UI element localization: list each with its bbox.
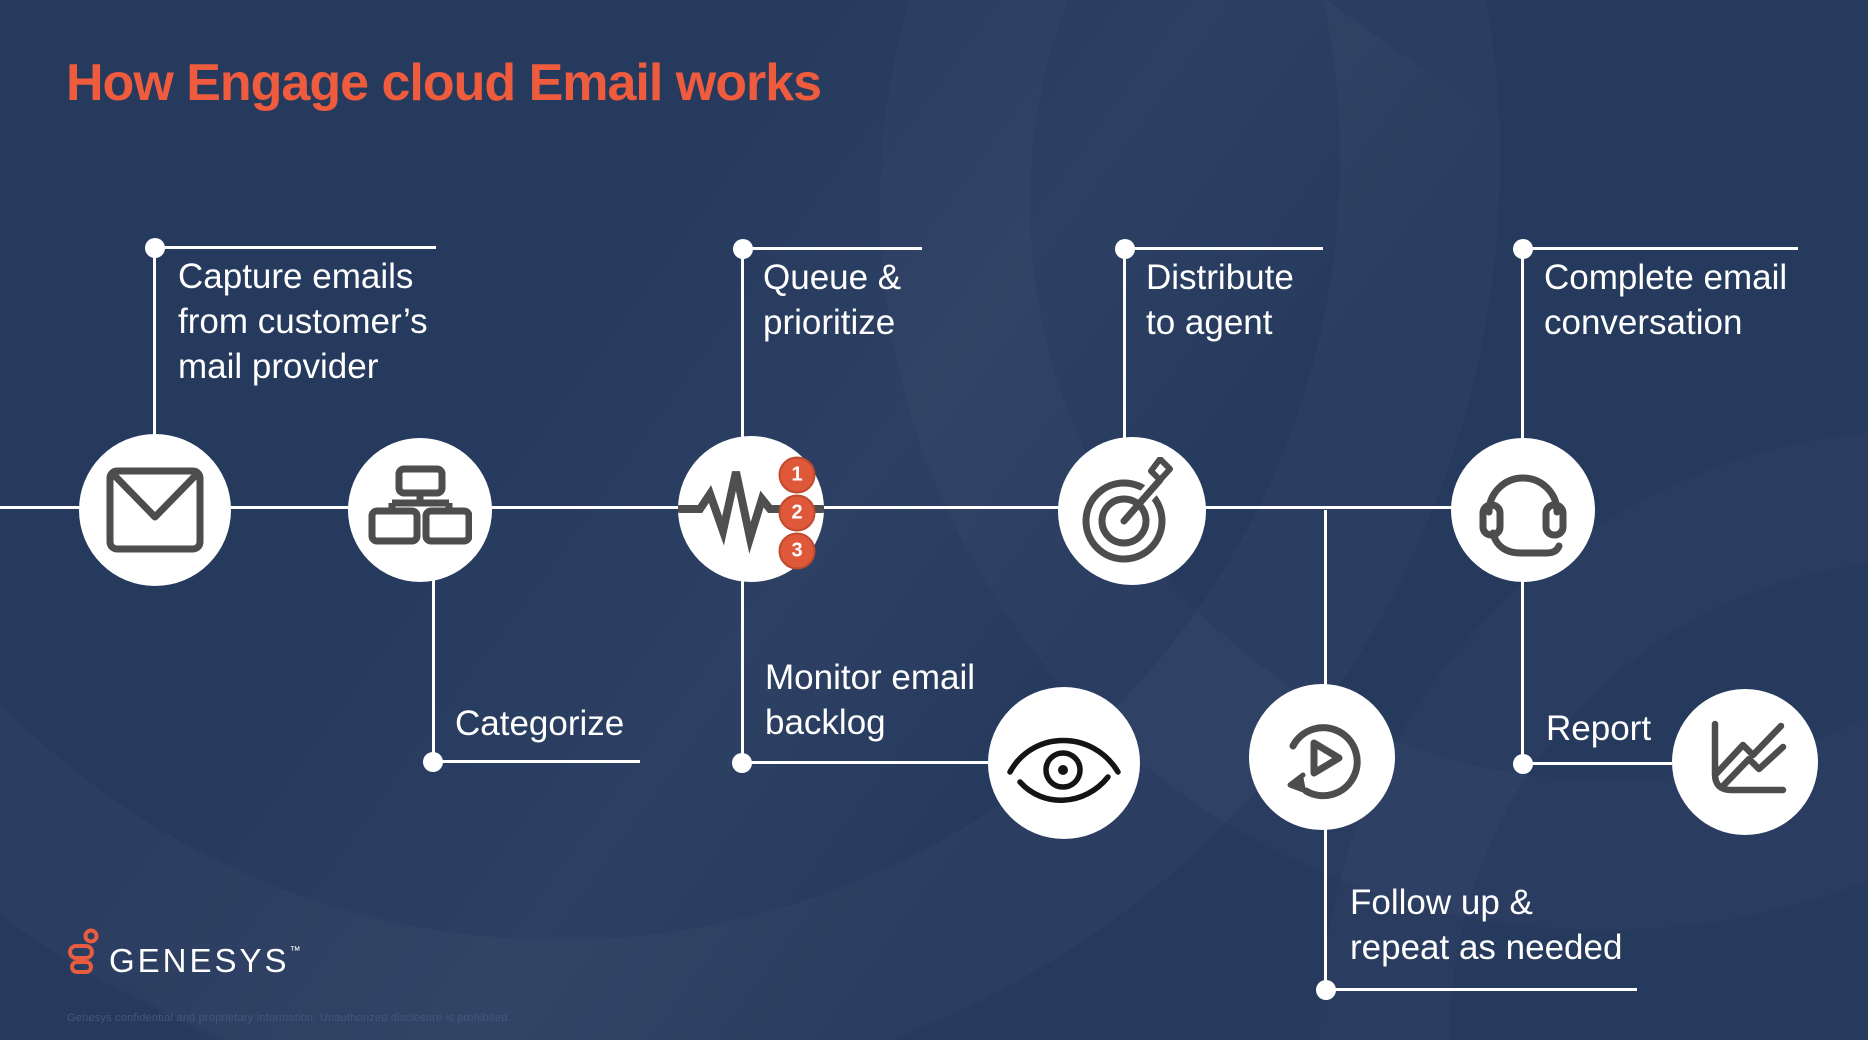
- queue-connector-dot: [733, 239, 753, 259]
- sitemap-icon: [368, 465, 472, 555]
- monitor-connector-dot: [732, 753, 752, 773]
- genesys-logo-text: GENESYS™: [109, 942, 301, 979]
- queue-connector-hline: [743, 247, 922, 250]
- distribute-connector-vline: [1123, 249, 1126, 510]
- monitor-label: Monitor email backlog: [765, 658, 976, 742]
- categorize-connector-dot: [423, 752, 443, 772]
- categorize-label: Categorize: [455, 704, 625, 743]
- priority-badge-2-label: 2: [791, 501, 803, 524]
- complete-label: Complete email conversation: [1544, 258, 1788, 342]
- monitor-connector-hline: [742, 761, 988, 764]
- queue-label: Queue & prioritize: [763, 258, 902, 342]
- report-node: [1672, 689, 1818, 835]
- monitor-node: [988, 687, 1140, 839]
- priority-badge-1: 1: [778, 456, 816, 494]
- distribute-label: Distribute to agent: [1146, 258, 1294, 342]
- followup-label: Follow up & repeat as needed: [1350, 883, 1623, 967]
- complete-connector-dot: [1513, 239, 1533, 259]
- followup-connector-dot: [1316, 980, 1336, 1000]
- complete-connector-hline: [1523, 247, 1798, 250]
- categorize-connector-hline: [433, 760, 640, 763]
- report-label: Report: [1546, 709, 1652, 748]
- priority-badge-2: 2: [778, 494, 816, 532]
- confidentiality-disclaimer: Genesys confidential and proprietary inf…: [67, 1012, 511, 1024]
- followup-connector-hline: [1326, 988, 1637, 991]
- page-title: How Engage cloud Email works: [66, 54, 822, 112]
- complete-node: [1451, 438, 1595, 582]
- report-connector-hline: [1523, 762, 1672, 765]
- categorize-connector-vline: [432, 510, 435, 762]
- envelope-icon: [105, 464, 205, 556]
- distribute-connector-dot: [1115, 239, 1135, 259]
- priority-badge-1-label: 1: [791, 463, 803, 486]
- priority-badge-3-label: 3: [791, 539, 803, 562]
- capture-connector-dot: [145, 238, 165, 258]
- trademark-symbol: ™: [289, 945, 301, 957]
- waveform-icon: [678, 454, 824, 564]
- capture-connector-vline: [153, 248, 156, 510]
- priority-badge-3: 3: [778, 532, 816, 570]
- categorize-node: [348, 438, 492, 582]
- headset-icon: [1473, 460, 1573, 560]
- capture-node: [79, 434, 231, 586]
- distribute-node: [1058, 437, 1206, 585]
- distribute-connector-hline: [1125, 247, 1323, 250]
- capture-connector-hline: [155, 246, 436, 249]
- report-connector-dot: [1513, 754, 1533, 774]
- chart-icon: [1697, 714, 1793, 810]
- capture-label: Capture emails from customer’s mail prov…: [178, 257, 428, 386]
- target-icon: [1078, 457, 1186, 565]
- followup-node: [1249, 684, 1395, 830]
- replay-icon: [1270, 705, 1374, 809]
- eye-icon: [1005, 716, 1123, 810]
- genesys-logo: GENESYS™: [66, 928, 301, 984]
- genesys-logo-icon: [66, 928, 100, 979]
